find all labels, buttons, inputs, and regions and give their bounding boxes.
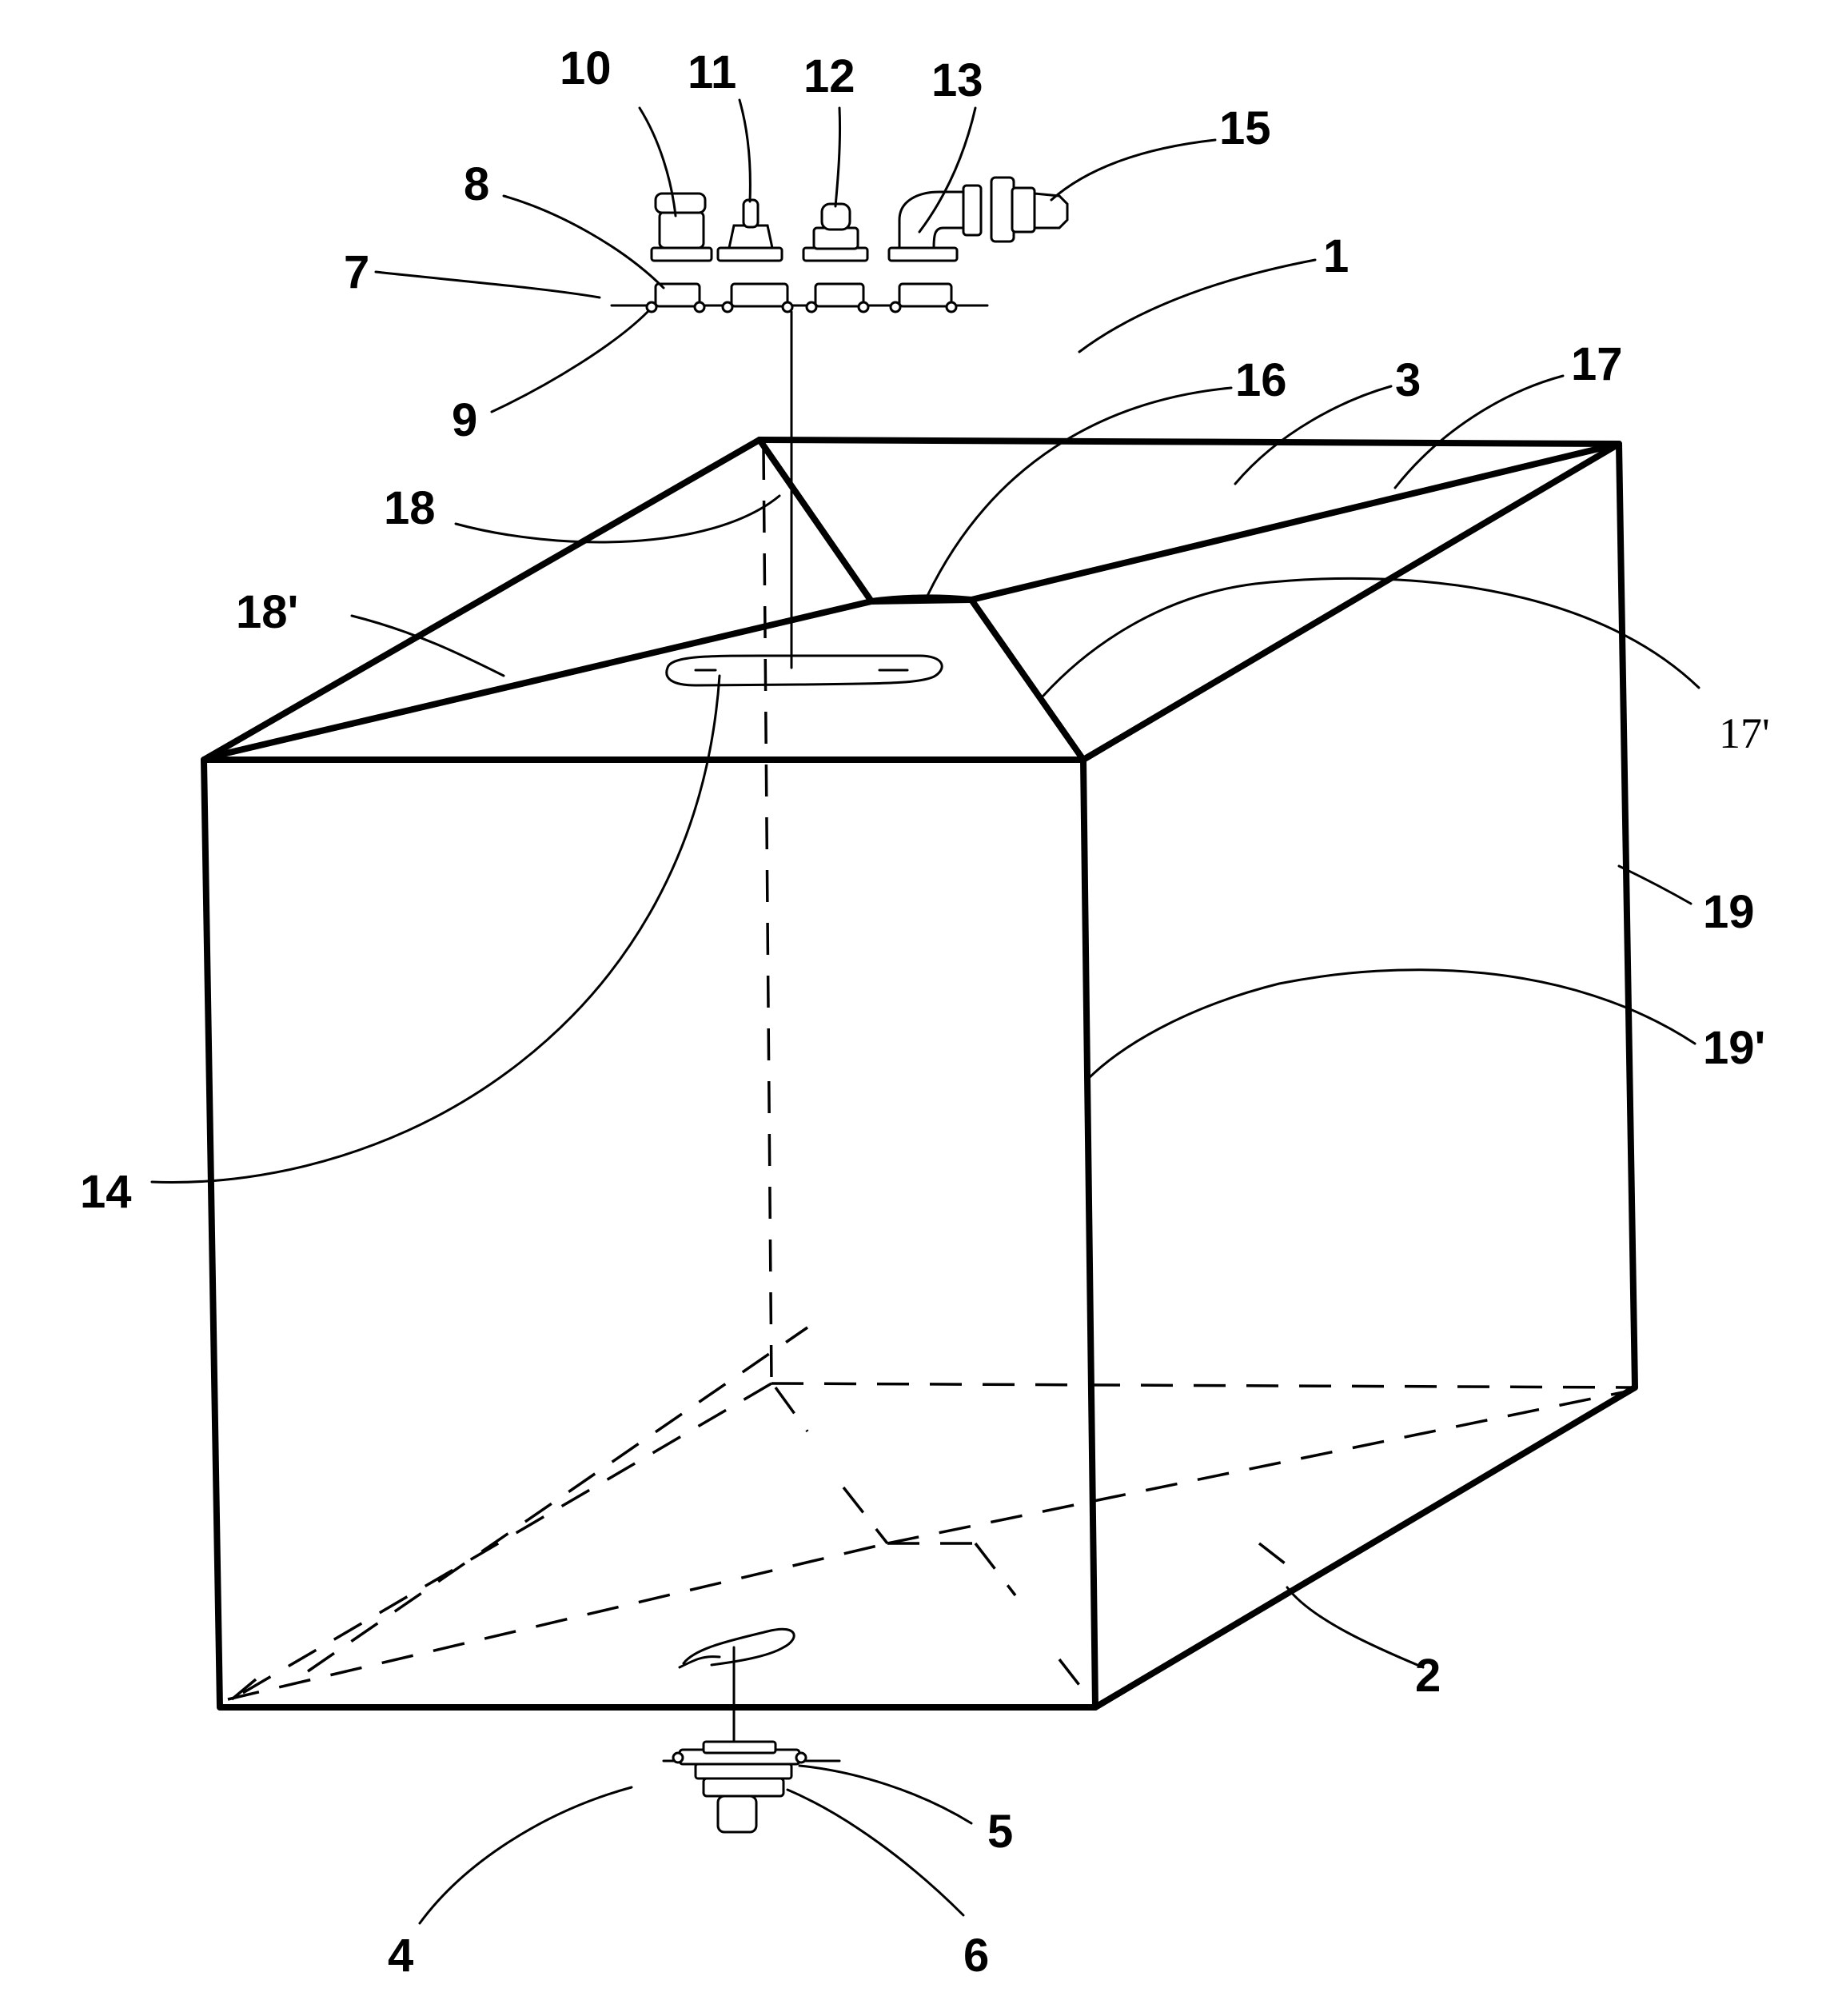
fitting-15-body [1012,188,1035,232]
leader-2 [1287,1587,1423,1667]
leader-lines [152,100,1699,1923]
top-fittings [612,178,1067,312]
leader-12 [835,108,840,206]
label-10: 10 [560,42,612,94]
leader-1 [1079,260,1315,352]
fold-17 [971,444,1619,600]
leader-15 [1051,140,1215,200]
fitting-12-cap [822,204,850,230]
hidden-short-2 [843,1487,887,1543]
label-6: 6 [963,1930,989,1982]
hidden-short-5 [1059,1659,1087,1695]
label-4: 4 [388,1930,413,1982]
label-19: 19 [1703,886,1755,938]
fold-16-arc [871,597,971,601]
label-8: 8 [464,158,489,210]
bottom-gland-pad [704,1742,775,1753]
bottom-ring-b [796,1753,806,1763]
leader-19-prime [1087,970,1695,1080]
label-9: 9 [452,394,477,446]
label-17-prime: 17' [1719,709,1770,757]
leader-8 [504,196,664,288]
gland-pad-3 [815,284,863,306]
bottom-opening [680,1629,794,1667]
label-5: 5 [987,1806,1013,1858]
fold-18-prime [216,601,871,756]
leader-4 [420,1787,632,1923]
clamp-ring-b [695,302,704,312]
leader-18-prime [352,616,504,676]
label-15: 15 [1219,102,1271,154]
clamp-ring-a [647,302,656,312]
leader-9 [492,312,648,412]
label-17: 17 [1571,338,1623,390]
fitting-10-base [652,248,712,261]
hidden-bottom-fold-a [228,1543,887,1699]
top-opening [667,656,942,685]
reference-numerals: 1 2 3 4 5 6 7 8 9 10 11 12 13 14 15 16 1… [80,42,1770,1982]
right-face-outline [1083,444,1635,1707]
fitting-11-stem [744,200,758,227]
top-edge-back [760,440,1619,444]
fold-18 [760,440,871,601]
fitting-13-elbow [899,192,967,248]
clamp-ring-c [723,302,732,312]
leader-7 [376,272,600,297]
bottom-ring-a [673,1753,683,1763]
fitting-15-flange [991,178,1014,242]
fitting-12-body [814,228,858,249]
fitting-13-base [889,248,957,261]
fitting-10-body [660,212,704,248]
label-12: 12 [803,50,855,102]
fold-17-prime [971,600,1083,760]
fitting-10-nozzle [656,194,705,213]
label-3: 3 [1395,354,1421,406]
leader-11 [740,100,750,202]
hidden-short-3 [975,1543,1015,1595]
label-7: 7 [344,246,369,298]
clamp-ring-e [807,302,816,312]
hidden-bottom-fold-b [887,1391,1627,1543]
label-18: 18 [384,482,436,534]
label-19-prime: 19' [1703,1022,1765,1074]
fitting-13-collar [963,186,981,235]
hidden-bottom-fold-c [308,1327,807,1671]
clamp-ring-g [891,302,900,312]
label-1: 1 [1323,230,1349,282]
gland-pad-2 [732,284,787,306]
hidden-diag-left [232,1383,771,1699]
hidden-back-bottom [771,1383,1631,1387]
bottom-fitting-nut [696,1764,791,1778]
leader-5 [799,1766,971,1823]
clamp-ring-f [859,302,868,312]
gland-pad-4 [899,284,951,306]
container-box [204,440,1635,1707]
leader-17-prime [1043,578,1699,696]
label-18-prime: 18' [236,586,298,638]
fitting-11-body [729,226,772,248]
bottom-fitting-spout [718,1796,756,1832]
leader-16 [927,388,1231,596]
hidden-short-7 [1259,1543,1295,1571]
leader-6 [787,1790,963,1915]
front-face-outline [204,760,1095,1707]
label-11: 11 [688,46,736,98]
label-13: 13 [931,54,983,106]
label-16: 16 [1235,354,1287,406]
hidden-short-1 [775,1387,807,1431]
hidden-vertical-back [764,448,771,1383]
label-2: 2 [1415,1650,1441,1702]
clamp-ring-d [783,302,792,312]
clamp-ring-h [947,302,956,312]
bottom-fitting-collar [704,1778,783,1796]
fitting-11-base [718,248,782,261]
bottom-fitting [664,1742,839,1832]
label-14: 14 [80,1166,132,1218]
